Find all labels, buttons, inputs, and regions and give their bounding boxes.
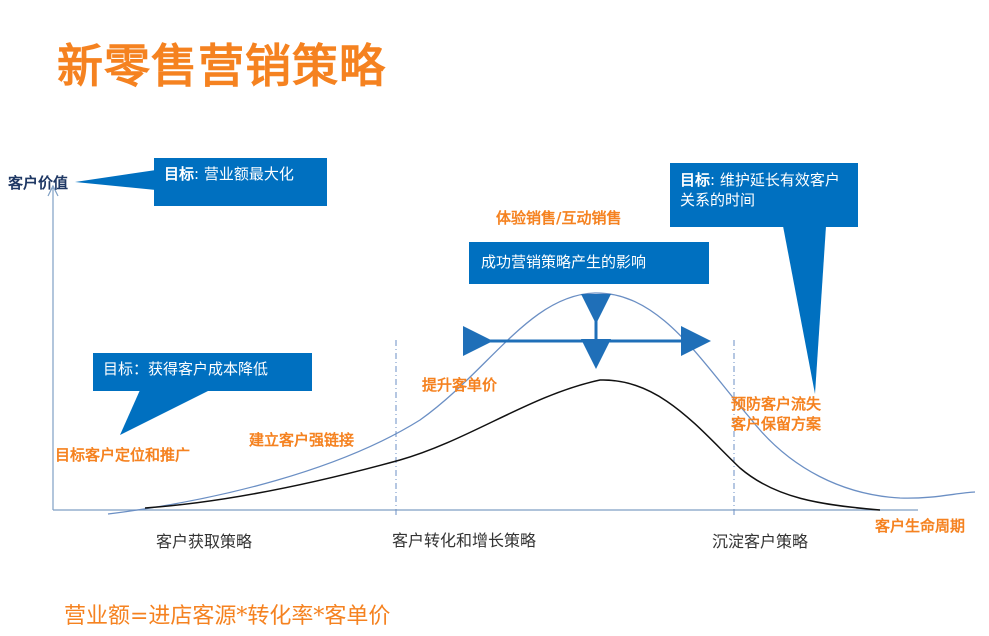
phase-convert: 客户转化和增长策略	[392, 531, 537, 550]
phase-retain: 沉淀客户策略	[712, 532, 809, 551]
label-line: 预防客户流失	[731, 395, 822, 413]
label-raise-price: 提升客单价	[422, 376, 498, 394]
callout-pointer-revenue	[75, 170, 156, 190]
label-strong-link: 建立客户强链接	[249, 431, 355, 449]
callout-prefix: 目标	[680, 171, 711, 189]
label-line: 客户保留方案	[731, 415, 822, 433]
callout-text: : 维护延长有效客户关系的时间	[680, 171, 840, 209]
curve-potential	[107, 292, 976, 515]
callout-pointer-cost	[120, 390, 210, 435]
callout-text: : 营业额最大化	[194, 165, 294, 183]
curve-actual	[144, 379, 881, 511]
y-axis-label: 客户价值	[8, 174, 69, 192]
callout-prefix: 目标	[164, 165, 195, 183]
label-prevent-churn: 预防客户流失 客户保留方案	[731, 394, 821, 434]
callout-goal-cost: 目标：获得客户成本降低	[93, 353, 312, 391]
label-experience-sales: 体验销售/互动销售	[496, 209, 622, 227]
callout-text: 目标：获得客户成本降低	[103, 360, 269, 378]
callout-goal-revenue: 目标: 营业额最大化	[154, 158, 327, 206]
page-title: 新零售营销策略	[57, 39, 386, 93]
callout-impact: 成功营销策略产生的影响	[469, 242, 709, 284]
callout-pointer-retention	[783, 226, 826, 394]
y-axis-arrowhead	[47, 184, 59, 197]
callout-text: 成功营销策略产生的影响	[481, 253, 647, 271]
callout-goal-retention: 目标: 维护延长有效客户关系的时间	[670, 163, 858, 227]
phase-acquire: 客户获取策略	[156, 532, 253, 551]
x-axis-label: 客户生命周期	[875, 517, 966, 535]
revenue-formula: 营业额=进店客源*转化率*客单价	[64, 604, 391, 629]
label-positioning: 目标客户定位和推广	[55, 446, 191, 464]
